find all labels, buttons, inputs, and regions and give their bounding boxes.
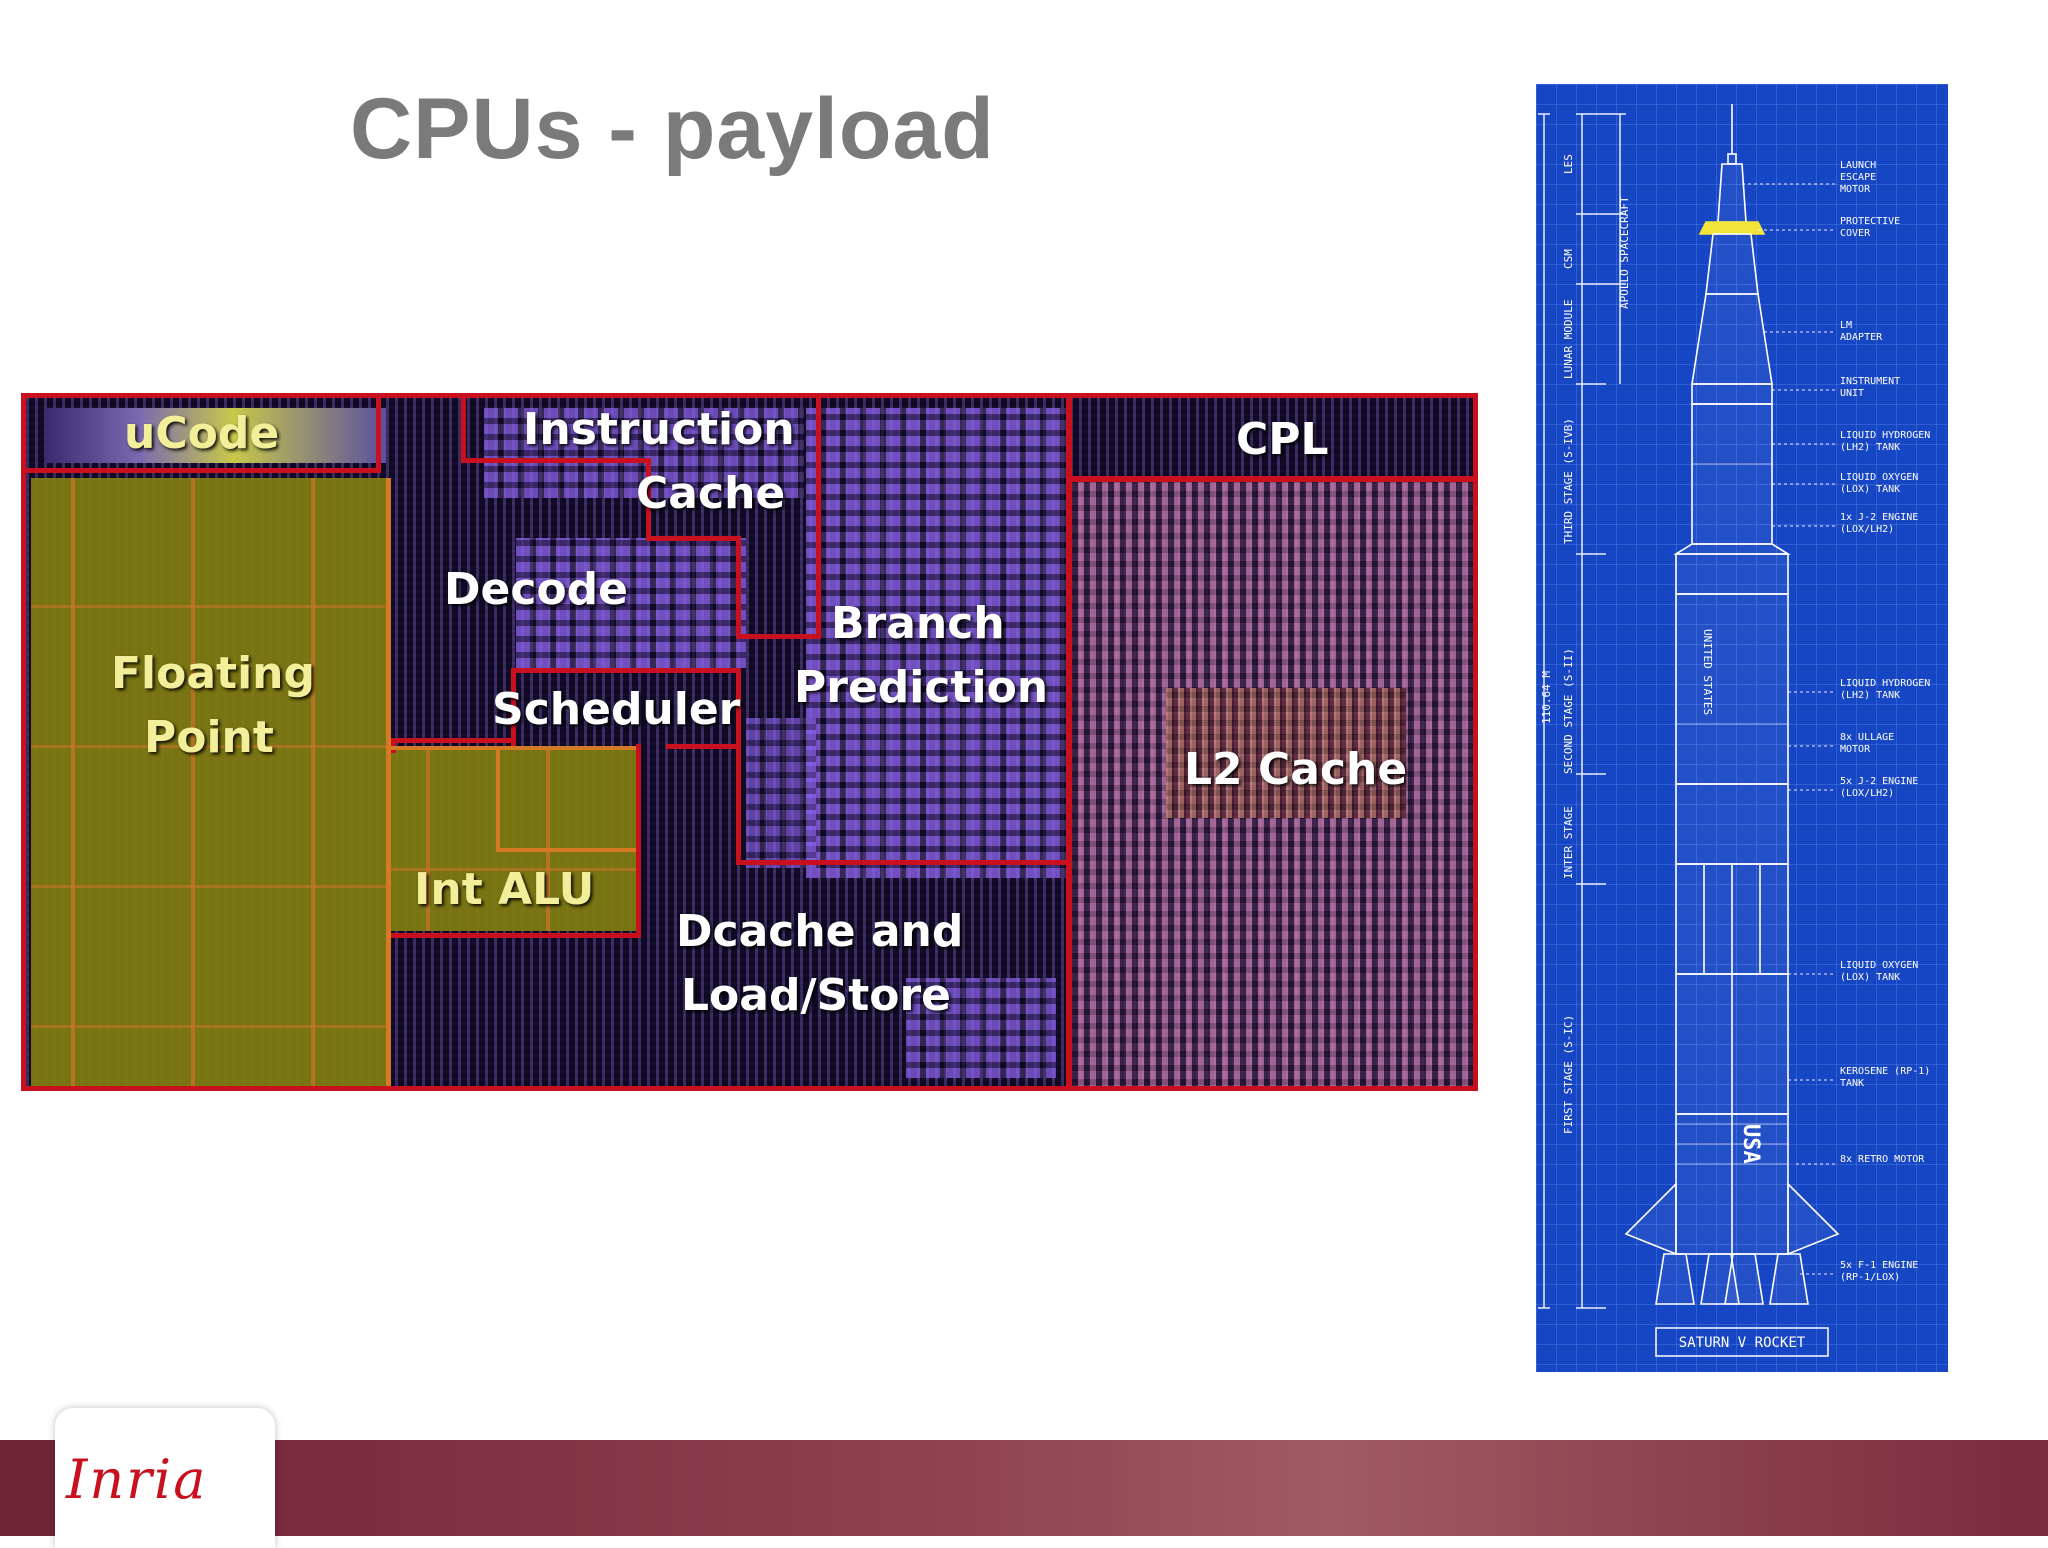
cpu-die-image: uCode Instruction Cache CPL Decode Branc… [21, 393, 1478, 1091]
rocket-callout: LIQUID HYDROGEN(LH2) TANK [1840, 678, 1930, 701]
rocket-callout: 5x J-2 ENGINE(LOX/LH2) [1840, 776, 1918, 799]
die-label-l2-cache: L2 Cache [1184, 744, 1408, 795]
rocket-callout: KEROSENE (RP-1)TANK [1840, 1066, 1930, 1089]
die-label-decode: Decode [444, 564, 629, 615]
die-label-instruction-cache-line2: Cache [636, 468, 786, 519]
footer-band [0, 1440, 2048, 1536]
rocket-spacecraft-label: APOLLO SPACECRAFT [1618, 196, 1631, 309]
rocket-body-text-2: USA [1738, 1124, 1763, 1164]
die-label-floating-point-line1: Floating [111, 648, 315, 699]
rocket-stage-first: FIRST STAGE (S-IC) [1562, 1015, 1575, 1134]
die-label-instruction-cache-line1: Instruction [523, 404, 795, 455]
rocket-callout: 8x RETRO MOTOR [1840, 1154, 1925, 1165]
die-label-branch-prediction-line1: Branch [831, 598, 1005, 649]
die-label-floating-point-line2: Point [144, 712, 274, 763]
rocket-body-text-1: UNITED STATES [1701, 629, 1714, 715]
rocket-stage-lunar: LUNAR MODULE [1562, 300, 1575, 379]
rocket-stage-inter: INTER STAGE [1562, 806, 1575, 879]
slide-title: CPUs - payload [350, 81, 995, 177]
die-label-ucode: uCode [124, 408, 280, 459]
rocket-caption: SATURN V ROCKET [1679, 1335, 1806, 1351]
rocket-callout: LIQUID HYDROGEN(LH2) TANK [1840, 430, 1930, 453]
logo-box [55, 1408, 275, 1548]
rocket-stage-les: LES [1562, 154, 1575, 174]
die-label-branch-prediction-line2: Prediction [794, 662, 1049, 713]
die-label-scheduler: Scheduler [492, 684, 741, 735]
rocket-stage-csm: CSM [1562, 249, 1575, 269]
rocket-callout: LIQUID OXYGEN(LOX) TANK [1840, 960, 1918, 983]
die-label-dcache-line1: Dcache and [676, 906, 964, 957]
inria-logo: Inria [66, 1448, 208, 1511]
rocket-callout: 5x F-1 ENGINE(RP-1/LOX) [1840, 1260, 1918, 1283]
rocket-stage-second: SECOND STAGE (S-II) [1562, 648, 1575, 774]
rocket-stage-third: THIRD STAGE (S-IVB) [1562, 418, 1575, 544]
rocket-callout: 1x J-2 ENGINE(LOX/LH2) [1840, 512, 1918, 535]
rocket-callout: LIQUID OXYGEN(LOX) TANK [1840, 472, 1918, 495]
die-label-int-alu: Int ALU [414, 864, 595, 915]
die-label-cpl: CPL [1236, 414, 1329, 465]
die-label-dcache-line2: Load/Store [681, 970, 952, 1021]
rocket-height-label: 110.64 M [1540, 671, 1553, 724]
